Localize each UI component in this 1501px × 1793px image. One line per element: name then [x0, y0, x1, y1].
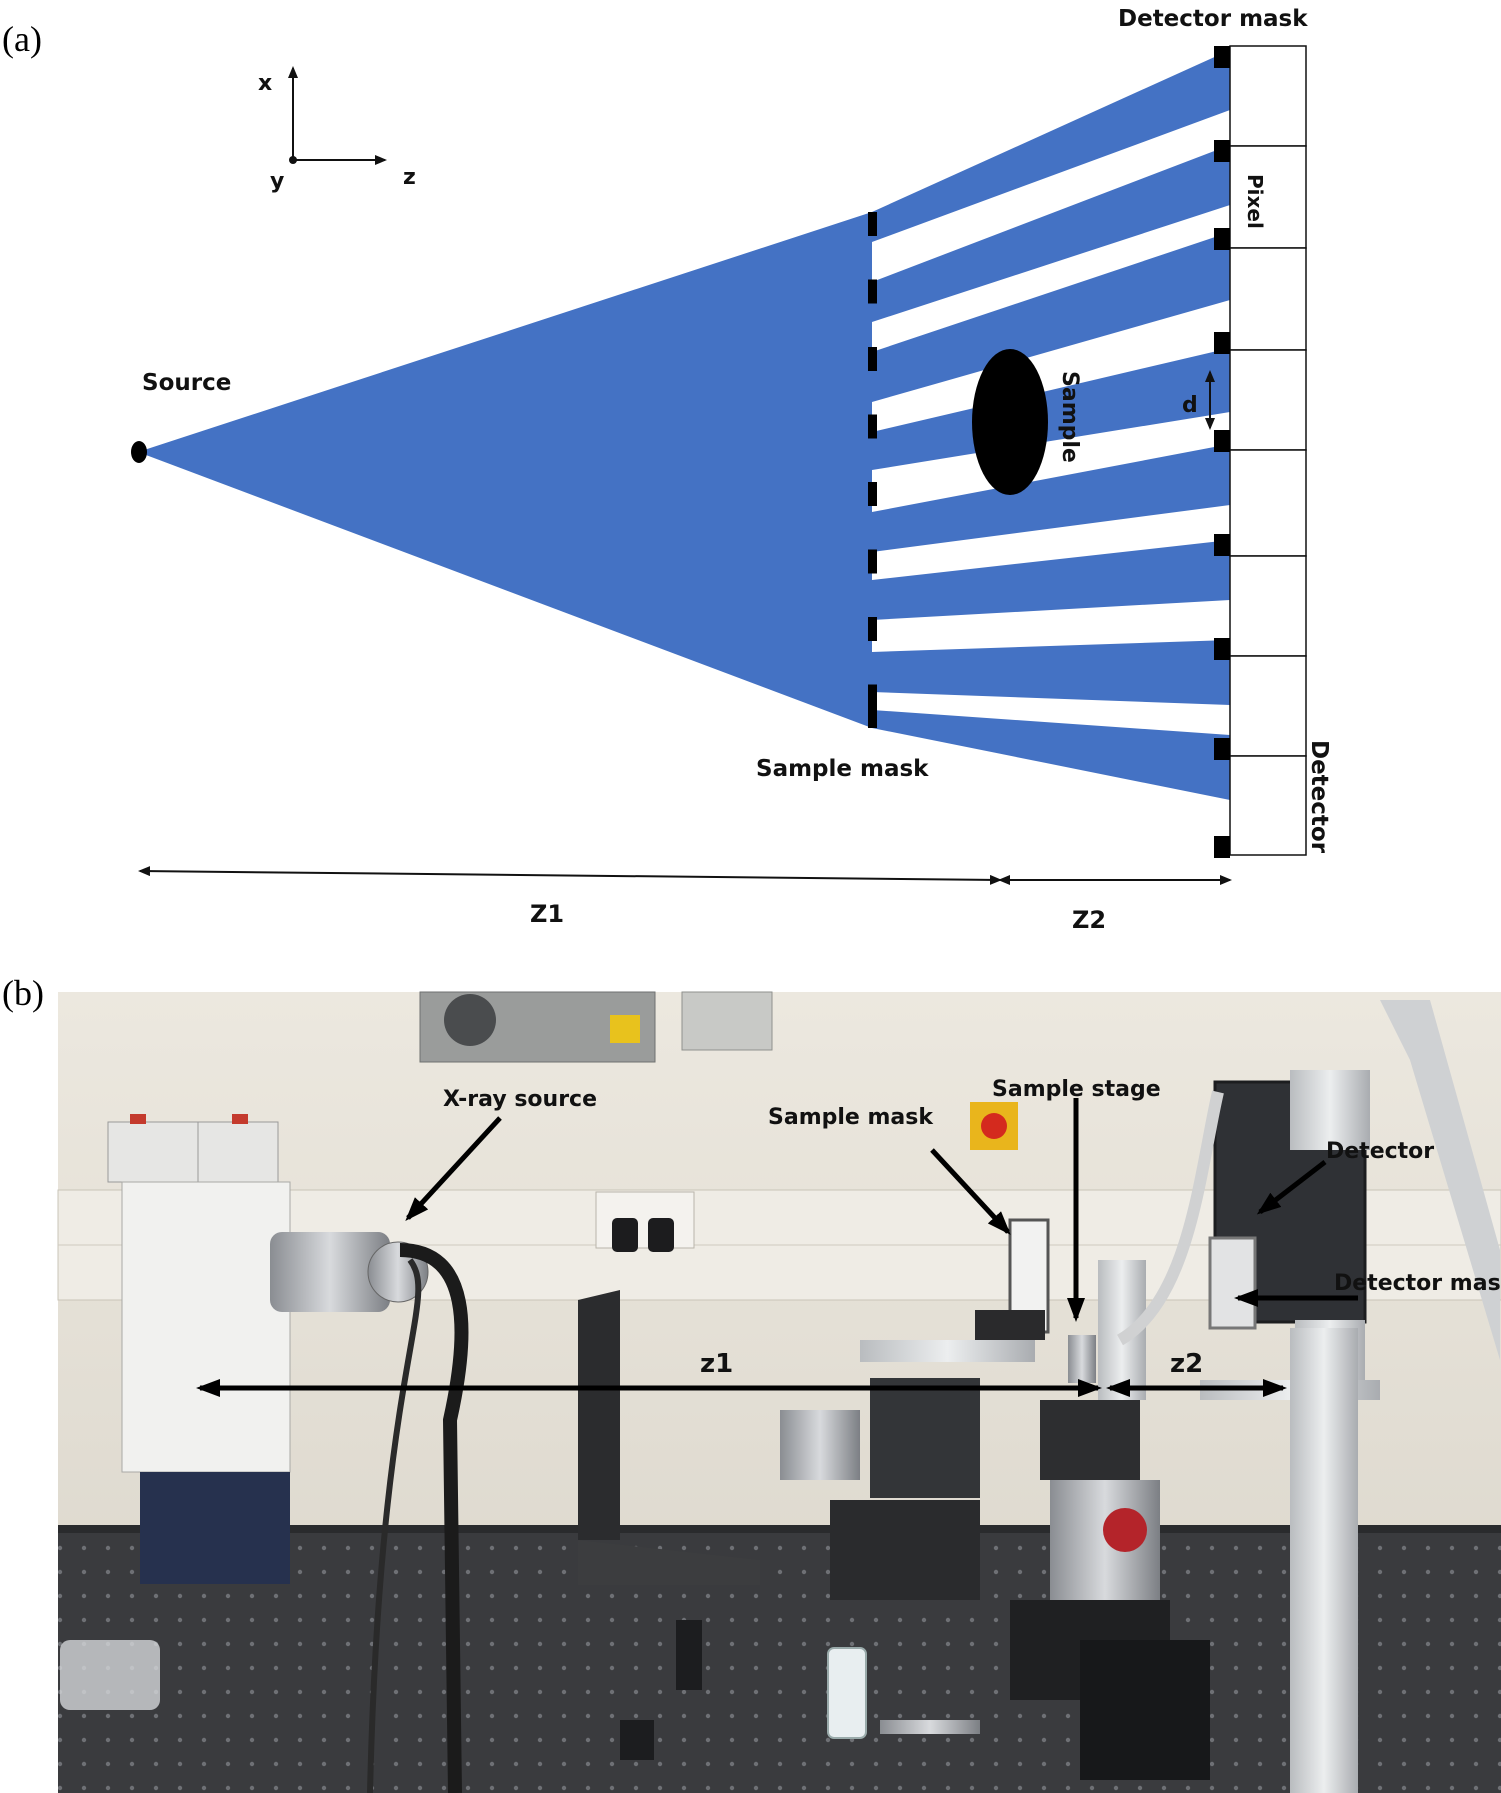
- detector-label: Detector: [1306, 740, 1332, 854]
- source-label: Source: [142, 370, 231, 396]
- z1-dimension-arrow: [138, 866, 1002, 885]
- sample-mask-bar-4: [868, 414, 877, 439]
- photo-z1-label: z1: [700, 1349, 733, 1379]
- photo-detector-mask-label: Detector mask: [1334, 1271, 1501, 1296]
- detector-pixel-5: [1229, 449, 1307, 557]
- beamlets: [872, 50, 1230, 800]
- sample-mask-hardware: [780, 1218, 1050, 1600]
- detector: [1229, 45, 1307, 856]
- detector-mask-bar-2: [1214, 140, 1230, 162]
- sample-mask-label: Sample mask: [756, 756, 929, 782]
- schematic-diagram: x y z d Z1 Z2 Source Sample mask Detecto…: [131, 6, 1332, 934]
- source-dot: [131, 441, 147, 463]
- detector-mask-label: Detector mask: [1118, 6, 1308, 32]
- sample-mask-bar-9: [868, 702, 877, 728]
- axis-x-label: x: [258, 71, 272, 96]
- sample-stage-label: Sample stage: [992, 1077, 1161, 1102]
- xray-cone: [138, 212, 872, 728]
- detector-mask-bar-9: [1214, 836, 1230, 858]
- axis-y-label: y: [270, 169, 284, 194]
- detector-pointer: [1256, 1160, 1327, 1215]
- beamlet-8: [872, 710, 1230, 800]
- beamlet-7: [872, 640, 1230, 705]
- detector-pixel-4: [1229, 349, 1307, 451]
- detector-mask-bar-7: [1214, 638, 1230, 660]
- photo-z2-label: z2: [1170, 1349, 1203, 1379]
- detector-pixel-1: [1229, 45, 1307, 147]
- beamlet-3: [872, 232, 1230, 402]
- z2-label: Z2: [1072, 906, 1106, 934]
- photo-detector-label: Detector: [1326, 1139, 1434, 1164]
- sample-ellipse: [972, 349, 1048, 495]
- detector-mask-bar-8: [1214, 738, 1230, 760]
- xray-source-label: X-ray source: [443, 1087, 597, 1112]
- beamlet-2: [872, 145, 1230, 322]
- detector-mask: [1214, 46, 1230, 858]
- detector-pixel-6: [1229, 555, 1307, 657]
- table-items: [60, 1620, 980, 1760]
- photo-annotations: [196, 1098, 1358, 1397]
- sample-mask-bar-1: [868, 212, 877, 236]
- detector-pixel-8: [1229, 755, 1307, 856]
- panel-label-b: (b): [2, 973, 44, 1013]
- sample-stage-hardware: [1010, 1260, 1210, 1780]
- detector-pixel-7: [1229, 655, 1307, 757]
- detector-mask-bar-3: [1214, 228, 1230, 250]
- sample-mask-bar-7: [868, 617, 877, 641]
- sample-mask: [868, 212, 877, 728]
- z1-label: Z1: [530, 900, 564, 928]
- xray-source-pointer: [405, 1116, 502, 1221]
- detector-pixel-2: [1229, 145, 1307, 249]
- sample-mask-bar-5: [868, 482, 877, 506]
- beamlet-1: [872, 50, 1230, 242]
- photo-sample-mask-label: Sample mask: [768, 1105, 934, 1130]
- beamlet-4: [872, 348, 1230, 470]
- detector-mask-bar-4: [1214, 332, 1230, 354]
- d-label: d: [1182, 393, 1198, 418]
- detector-mask-bar-6: [1214, 534, 1230, 556]
- axis-indicator: [288, 66, 387, 165]
- xray-source-unit: [107, 1114, 469, 1793]
- axis-z-label: z: [403, 165, 416, 190]
- sample-mask-bar-6: [868, 549, 877, 574]
- photo-background: [57, 991, 1501, 1793]
- detector-mask-bar-1: [1214, 46, 1230, 68]
- sample-mask-bar-3: [868, 347, 877, 371]
- bracket: [578, 1290, 620, 1540]
- detector-mask-bar-5: [1214, 430, 1230, 452]
- detector-hardware: [1116, 1000, 1500, 1793]
- sample-mask-bar-2: [868, 279, 877, 304]
- sample-mask-pointer: [930, 1148, 1011, 1235]
- detector-pixel-3: [1229, 247, 1307, 351]
- pixel-label: Pixel: [1243, 174, 1267, 229]
- beamlet-5: [872, 444, 1230, 552]
- sample-mask-bar-8: [868, 684, 877, 709]
- sample-label: Sample: [1057, 371, 1082, 463]
- beamlet-6: [872, 540, 1230, 620]
- panel-label-a: (a): [2, 19, 42, 59]
